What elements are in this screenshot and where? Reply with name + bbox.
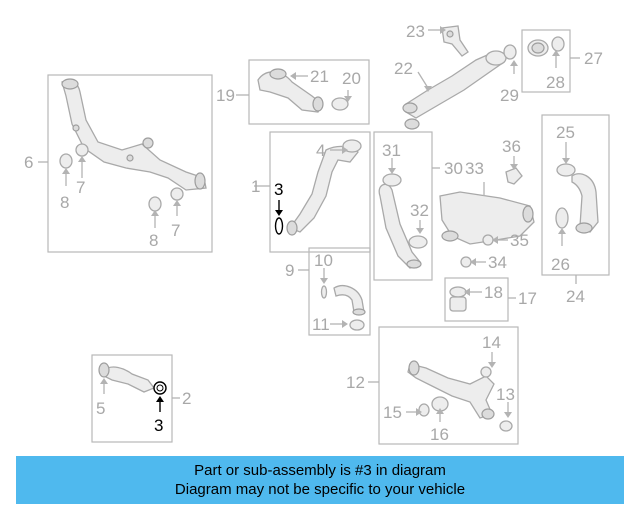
group-24: 25 26 24 (541, 114, 610, 306)
callout-1: 1 (251, 177, 260, 196)
callout-11: 11 (312, 315, 330, 334)
callout-4: 4 (316, 141, 325, 160)
callout-28: 28 (546, 73, 565, 92)
callout-14: 14 (482, 333, 501, 352)
group-19: 19 21 20 (216, 59, 370, 125)
group-22: 23 22 29 (394, 22, 519, 130)
parts-diagram: 6 8 7 8 7 19 21 20 1 4 3 (24, 22, 610, 445)
callout-8: 8 (60, 193, 69, 212)
callout-8-b: 8 (149, 231, 158, 250)
callout-17: 17 (518, 289, 537, 308)
callout-3-highlight-b: 3 (154, 416, 163, 435)
callout-19: 19 (216, 86, 235, 105)
callout-34: 34 (488, 253, 507, 272)
callout-12: 12 (346, 373, 365, 392)
part-3-seal-ring (153, 381, 167, 395)
callout-5: 5 (96, 399, 105, 418)
callout-36: 36 (502, 137, 521, 156)
callout-23: 23 (406, 22, 425, 41)
callout-26: 26 (551, 255, 570, 274)
callout-6: 6 (24, 153, 33, 172)
group-2: 5 2 3 (91, 354, 191, 443)
callout-16: 16 (430, 425, 449, 444)
banner-line-1: Part or sub-assembly is #3 in diagram (194, 462, 446, 479)
callout-18: 18 (484, 283, 503, 302)
callout-7: 7 (76, 178, 85, 197)
part-3-o-ring (274, 217, 284, 235)
info-banner: Part or sub-assembly is #3 in diagram Di… (16, 456, 624, 504)
callout-2: 2 (182, 389, 191, 408)
group-6: 6 8 7 8 7 (24, 74, 213, 253)
callout-27: 27 (584, 49, 603, 68)
callout-22: 22 (394, 59, 413, 78)
callout-9: 9 (285, 261, 294, 280)
callout-32: 32 (410, 201, 429, 220)
group-1: 1 4 3 (251, 131, 371, 253)
callout-31: 31 (382, 141, 401, 160)
callout-3-highlight: 3 (274, 180, 283, 199)
callout-20: 20 (342, 69, 361, 88)
callout-24: 24 (566, 287, 585, 306)
callout-29: 29 (500, 86, 519, 105)
callout-30: 30 (444, 159, 463, 178)
callout-25: 25 (556, 123, 575, 142)
group-33-housing: 36 35 34 (439, 137, 535, 272)
group-17: 18 17 (444, 277, 537, 322)
callout-10: 10 (314, 251, 333, 270)
callout-35: 35 (510, 231, 529, 250)
callout-15: 15 (383, 403, 402, 422)
callout-13: 13 (496, 385, 515, 404)
callout-21: 21 (310, 67, 329, 86)
group-30: 31 32 30 33 (373, 131, 484, 281)
group-9: 9 10 11 (285, 247, 371, 336)
callout-7-b: 7 (171, 221, 180, 240)
group-12: 12 14 13 15 16 (346, 326, 519, 445)
banner-line-2: Diagram may not be specific to your vehi… (174, 481, 466, 498)
group-27: 28 27 (521, 29, 603, 93)
callout-33: 33 (465, 159, 484, 178)
